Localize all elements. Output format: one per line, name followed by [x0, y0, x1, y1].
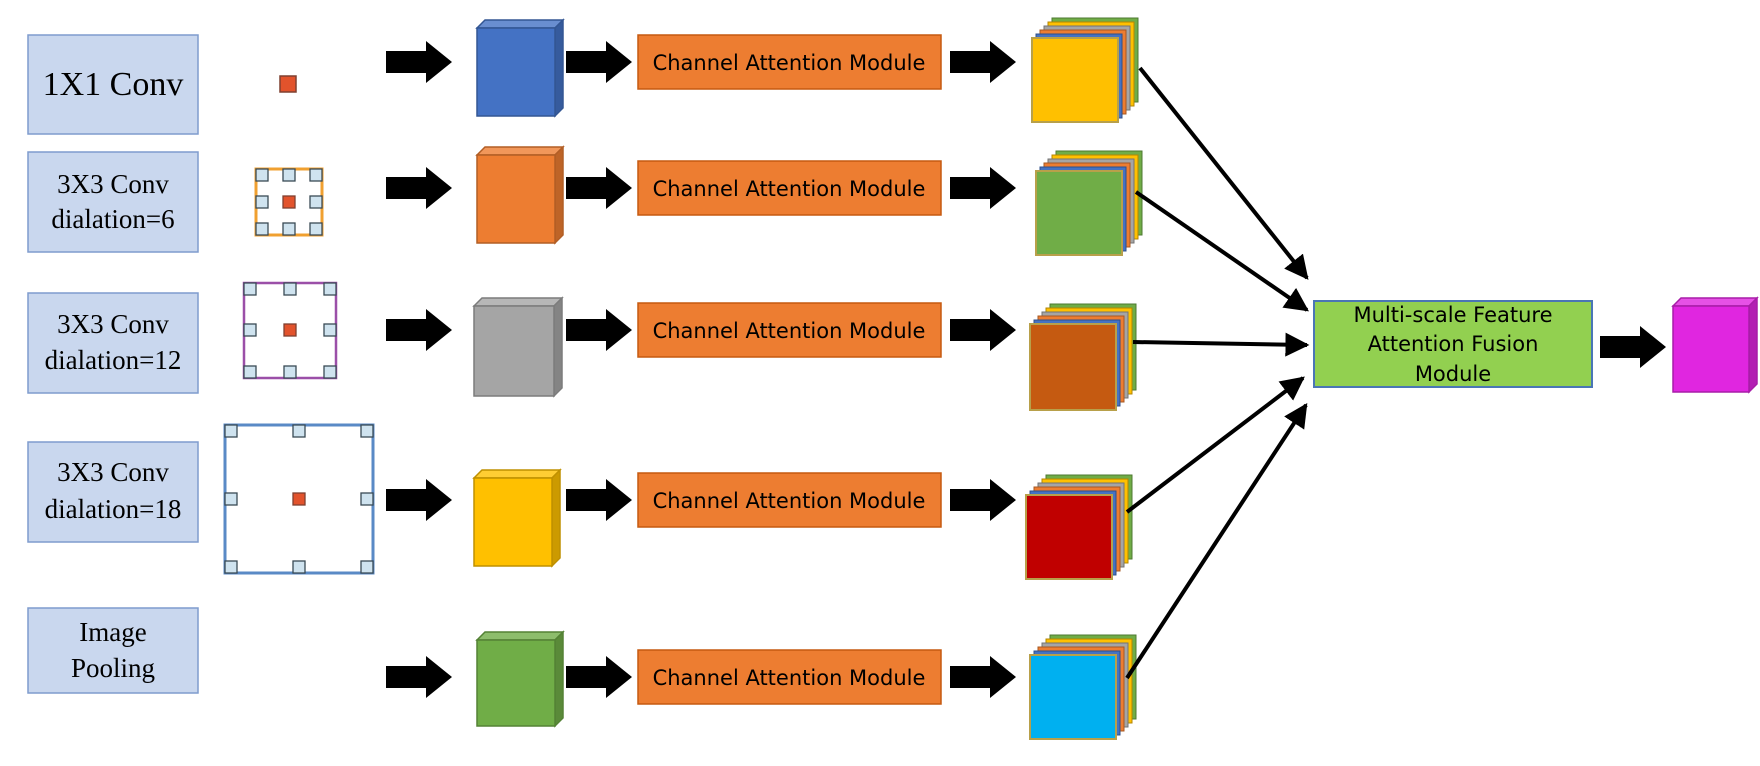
- conv-label-box-pooling: Image Pooling: [27, 607, 199, 694]
- conv-label-d6-line2: dialation=6: [51, 204, 174, 234]
- fusion-label-line2: Attention Fusion: [1368, 332, 1539, 356]
- feature-cube-2: [475, 145, 565, 245]
- conv-label-pooling-line2: Pooling: [71, 653, 155, 683]
- conv-label-d12-line2: dialation=12: [45, 345, 182, 375]
- fusion-module: Multi-scale Feature Attention Fusion Mod…: [1313, 300, 1593, 388]
- feature-map-stack-2: [1035, 150, 1143, 256]
- kernel-1x1-icon: [279, 75, 297, 93]
- kernel-dilation-12-icon: [242, 281, 338, 380]
- feature-map-stack-4: [1025, 474, 1133, 580]
- arrow-to-cube-5: [386, 656, 452, 698]
- conv-label-d12-line1: 3X3 Conv: [57, 309, 169, 339]
- arrow-to-cube-3: [386, 309, 452, 351]
- branch-row-2: Channel Attention Module: [386, 145, 1143, 256]
- conv-label-box-d18: 3X3 Conv dialation=18: [27, 441, 199, 543]
- arrow-to-cube-2: [386, 167, 452, 209]
- connector-branch-2: [1134, 190, 1309, 312]
- conv-label-d18-line2: dialation=18: [45, 494, 182, 524]
- arrow-to-stack-4: [950, 479, 1016, 521]
- feature-cube-1: [475, 18, 565, 118]
- output-section: [1600, 296, 1759, 394]
- branch-row-4: Channel Attention Module: [386, 468, 1133, 580]
- conv-label-1x1: 1X1 Conv: [43, 66, 184, 103]
- cam-label-4: Channel Attention Module: [653, 489, 926, 513]
- arrow-to-stack-2: [950, 167, 1016, 209]
- arrow-to-cube-1: [386, 41, 452, 83]
- cam-d18: Channel Attention Module: [637, 472, 942, 528]
- conv-label-box-d12: 3X3 Conv dialation=12: [27, 292, 199, 394]
- conv-label-pooling-line1: Image: [79, 617, 146, 647]
- connector-branch-5: [1125, 402, 1308, 680]
- arrow-to-stack-5: [950, 656, 1016, 698]
- connector-branch-3: [1132, 332, 1310, 357]
- arrow-to-output: [1600, 326, 1666, 368]
- feature-cube-3: [472, 296, 564, 398]
- feature-map-stack-3: [1029, 303, 1137, 411]
- cam-label-2: Channel Attention Module: [653, 177, 926, 201]
- conv-label-d6-line1: 3X3 Conv: [57, 169, 169, 199]
- fusion-label-line1: Multi-scale Feature: [1353, 303, 1552, 327]
- output-cube: [1671, 296, 1759, 394]
- connector-branch-1: [1138, 66, 1309, 280]
- feature-map-stack-5: [1029, 634, 1137, 740]
- branch-row-5: Channel Attention Module: [386, 630, 1137, 740]
- feature-cube-5: [475, 630, 565, 728]
- feature-map-stack-1: [1031, 17, 1139, 123]
- conv-label-d18-line1: 3X3 Conv: [57, 457, 169, 487]
- arrow-to-cam-5: [566, 656, 632, 698]
- arrow-to-cam-3: [566, 309, 632, 351]
- cam-d6: Channel Attention Module: [637, 160, 942, 216]
- connector-branch-4: [1125, 376, 1305, 514]
- arrow-to-stack-3: [950, 309, 1016, 351]
- branch-row-3: Channel Attention Module: [386, 296, 1137, 411]
- arrow-to-cam-2: [566, 167, 632, 209]
- conv-label-box-d6: 3X3 Conv dialation=6: [27, 151, 199, 253]
- kernel-dilation-6-icon: [254, 167, 324, 237]
- kernel-dilation-18-icon: [223, 423, 375, 575]
- arrow-to-stack-1: [950, 41, 1016, 83]
- cam-label-3: Channel Attention Module: [653, 319, 926, 343]
- cam-label-1: Channel Attention Module: [653, 51, 926, 75]
- cam-d12: Channel Attention Module: [637, 302, 942, 358]
- fusion-connectors: [1125, 66, 1310, 680]
- arrow-to-cam-1: [566, 41, 632, 83]
- arrow-to-cube-4: [386, 479, 452, 521]
- cam-label-5: Channel Attention Module: [653, 666, 926, 690]
- cam-1x1: Channel Attention Module: [637, 34, 942, 90]
- cam-pooling: Channel Attention Module: [637, 649, 942, 705]
- feature-cube-4: [472, 468, 562, 568]
- arrow-to-cam-4: [566, 479, 632, 521]
- conv-label-box-1x1: 1X1 Conv: [27, 34, 199, 135]
- branch-row-1: Channel Attention Module: [386, 17, 1139, 123]
- fusion-label-line3: Module: [1415, 362, 1491, 386]
